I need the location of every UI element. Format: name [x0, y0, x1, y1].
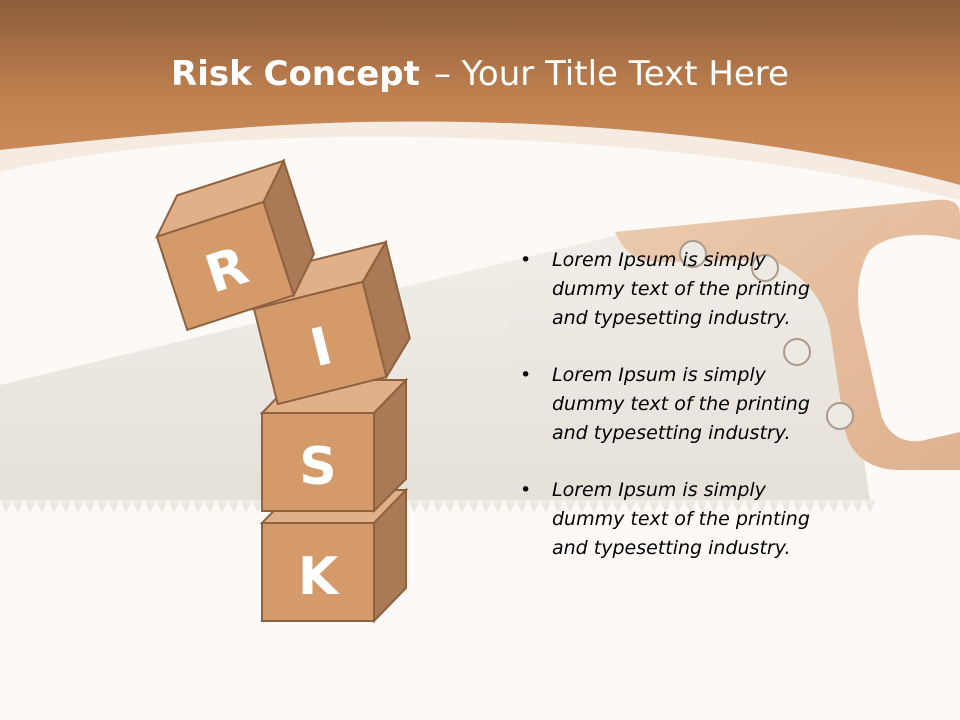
block-r: R [154, 158, 316, 332]
bullet-dot: • [520, 479, 532, 501]
saw-handle [615, 199, 960, 470]
bullet-text: Lorem Ipsum is simply dummy text of the … [552, 479, 810, 559]
saw-illustration [0, 199, 960, 512]
bullet-text: Lorem Ipsum is simply dummy text of the … [552, 249, 810, 329]
header-band [0, 0, 960, 185]
bullet-dot: • [520, 364, 532, 386]
slide-title: Risk Concept – Your Title Text Here [0, 52, 960, 96]
saw-teeth [0, 500, 876, 512]
saw-rivet-3 [783, 338, 811, 366]
title-bold: Risk Concept [171, 54, 420, 94]
title-rest: – Your Title Text Here [433, 54, 789, 94]
block-letter-k: K [298, 547, 340, 607]
saw-rivet-4 [826, 402, 854, 430]
block-i: I [252, 239, 411, 406]
header-swoosh [0, 121, 960, 200]
bullet-text: Lorem Ipsum is simply dummy text of the … [552, 364, 810, 444]
block-letter-s: S [299, 437, 336, 497]
saw-rivet-1 [679, 240, 707, 268]
bullet-item: • Lorem Ipsum is simply dummy text of the… [520, 246, 840, 333]
bullet-dot: • [520, 249, 532, 271]
bullet-item: • Lorem Ipsum is simply dummy text of the… [520, 361, 840, 448]
saw-rivet-2 [751, 254, 779, 282]
bullet-list: • Lorem Ipsum is simply dummy text of the… [520, 246, 840, 591]
saw-blade [0, 232, 870, 500]
bullet-item: • Lorem Ipsum is simply dummy text of the… [520, 476, 840, 563]
